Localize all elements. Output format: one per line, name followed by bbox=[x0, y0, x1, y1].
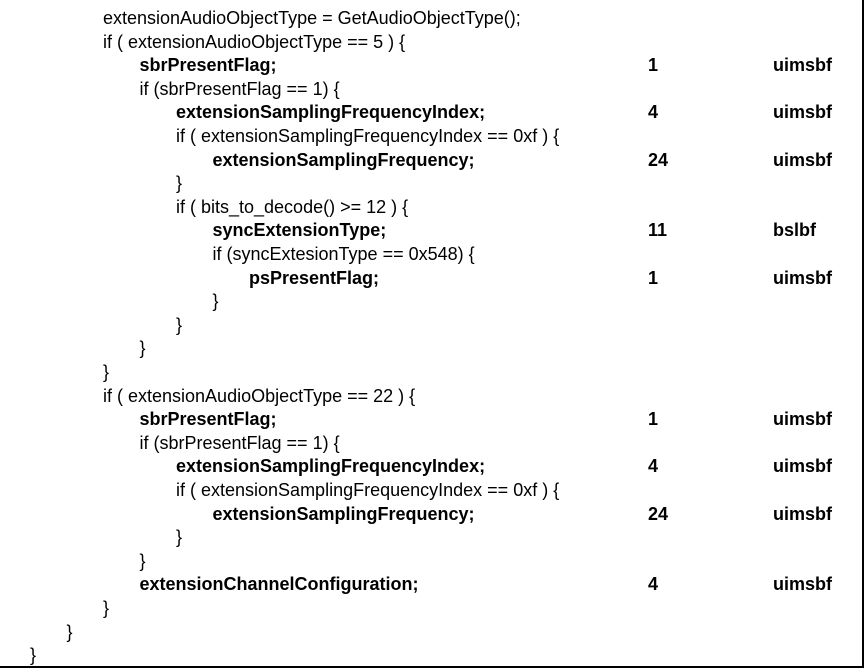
syntax-row: if (sbrPresentFlag == 1) { bbox=[0, 77, 862, 101]
bit-count: 1 bbox=[648, 409, 659, 430]
syntax-row: extensionSamplingFrequency; 24 uimsbf bbox=[0, 148, 862, 172]
syntax-row: } bbox=[0, 289, 862, 313]
syntax-statement: } bbox=[176, 527, 183, 548]
syntax-row: if ( bits_to_decode() >= 12 ) { bbox=[0, 195, 862, 219]
syntax-statement: if (syncExtesionType == 0x548) { bbox=[212, 244, 475, 264]
bit-count: 4 bbox=[648, 574, 659, 595]
syntax-statement: if (sbrPresentFlag == 1) { bbox=[139, 78, 340, 99]
syntax-element: sbrPresentFlag; bbox=[139, 55, 277, 76]
syntax-element: extensionSamplingFrequency; bbox=[212, 149, 475, 170]
syntax-statement: } bbox=[139, 338, 146, 359]
syntax-element: sbrPresentFlag; bbox=[139, 409, 277, 430]
syntax-row: extensionAudioObjectType = GetAudioObjec… bbox=[0, 6, 862, 30]
syntax-element: extensionSamplingFrequencyIndex; bbox=[176, 102, 486, 123]
syntax-element: syncExtensionType; bbox=[212, 220, 387, 241]
bit-count: 24 bbox=[648, 503, 669, 524]
syntax-statement: if ( extensionAudioObjectType == 5 ) { bbox=[103, 31, 406, 52]
bit-count: 1 bbox=[648, 267, 659, 288]
syntax-statement: } bbox=[176, 314, 183, 335]
syntax-statement: if ( extensionSamplingFrequencyIndex == … bbox=[176, 480, 560, 500]
syntax-row: if ( extensionAudioObjectType == 22 ) { bbox=[0, 384, 862, 408]
mnemonic: uimsbf bbox=[773, 456, 833, 477]
syntax-statement: if ( bits_to_decode() >= 12 ) { bbox=[176, 196, 409, 217]
syntax-row: if ( extensionAudioObjectType == 5 ) { bbox=[0, 30, 862, 54]
syntax-element: extensionSamplingFrequencyIndex; bbox=[176, 456, 486, 477]
syntax-statement: } bbox=[66, 621, 73, 642]
mnemonic: uimsbf bbox=[773, 102, 833, 123]
syntax-row: if ( extensionSamplingFrequencyIndex == … bbox=[0, 478, 862, 502]
syntax-statement: if (sbrPresentFlag == 1) { bbox=[139, 432, 340, 453]
syntax-row: } bbox=[0, 549, 862, 573]
mnemonic: uimsbf bbox=[773, 574, 833, 595]
syntax-element: extensionChannelConfiguration; bbox=[139, 574, 419, 595]
bit-count: 1 bbox=[648, 55, 659, 76]
mnemonic: uimsbf bbox=[773, 149, 833, 170]
syntax-row: extensionSamplingFrequencyIndex; 4 uimsbf bbox=[0, 454, 862, 478]
syntax-row: } bbox=[0, 336, 862, 360]
syntax-row: } bbox=[0, 643, 862, 667]
syntax-row: } bbox=[0, 171, 862, 195]
syntax-statement: if ( extensionAudioObjectType == 22 ) { bbox=[103, 385, 416, 406]
bit-count: 4 bbox=[648, 456, 659, 477]
syntax-row: } bbox=[0, 596, 862, 620]
syntax-row: if ( extensionSamplingFrequencyIndex == … bbox=[0, 124, 862, 148]
syntax-statement: } bbox=[212, 291, 219, 312]
syntax-row: extensionSamplingFrequency; 24 uimsbf bbox=[0, 502, 862, 526]
syntax-statement: } bbox=[103, 362, 110, 382]
syntax-element: extensionSamplingFrequency; bbox=[212, 503, 475, 524]
syntax-statement: } bbox=[30, 645, 37, 666]
syntax-row: extensionChannelConfiguration; 4 uimsbf bbox=[0, 572, 862, 596]
syntax-statement: } bbox=[176, 173, 183, 194]
syntax-row: } bbox=[0, 525, 862, 549]
syntax-row: } bbox=[0, 620, 862, 644]
mnemonic: uimsbf bbox=[773, 55, 833, 76]
syntax-row: } bbox=[0, 360, 862, 384]
syntax-row: sbrPresentFlag; 1 uimsbf bbox=[0, 407, 862, 431]
syntax-row: extensionSamplingFrequencyIndex; 4 uimsbf bbox=[0, 100, 862, 124]
syntax-statement: } bbox=[139, 550, 146, 571]
bit-count: 24 bbox=[648, 149, 669, 170]
mnemonic: uimsbf bbox=[773, 267, 833, 288]
bit-count: 4 bbox=[648, 102, 659, 123]
syntax-row: if (sbrPresentFlag == 1) { bbox=[0, 431, 862, 455]
syntax-statement: if ( extensionSamplingFrequencyIndex == … bbox=[176, 126, 560, 146]
syntax-row: psPresentFlag; 1 uimsbf bbox=[0, 266, 862, 290]
bit-count: 11 bbox=[648, 220, 668, 241]
syntax-row: syncExtensionType; 11 bslbf bbox=[0, 218, 862, 242]
mnemonic: bslbf bbox=[773, 220, 816, 241]
syntax-row: sbrPresentFlag; 1 uimsbf bbox=[0, 53, 862, 77]
syntax-statement: extensionAudioObjectType = GetAudioObjec… bbox=[103, 8, 521, 28]
syntax-row: if (syncExtesionType == 0x548) { bbox=[0, 242, 862, 266]
mnemonic: uimsbf bbox=[773, 503, 833, 524]
syntax-row: } bbox=[0, 313, 862, 337]
syntax-element: psPresentFlag; bbox=[249, 267, 380, 288]
mnemonic: uimsbf bbox=[773, 409, 833, 430]
syntax-statement: } bbox=[103, 598, 110, 618]
